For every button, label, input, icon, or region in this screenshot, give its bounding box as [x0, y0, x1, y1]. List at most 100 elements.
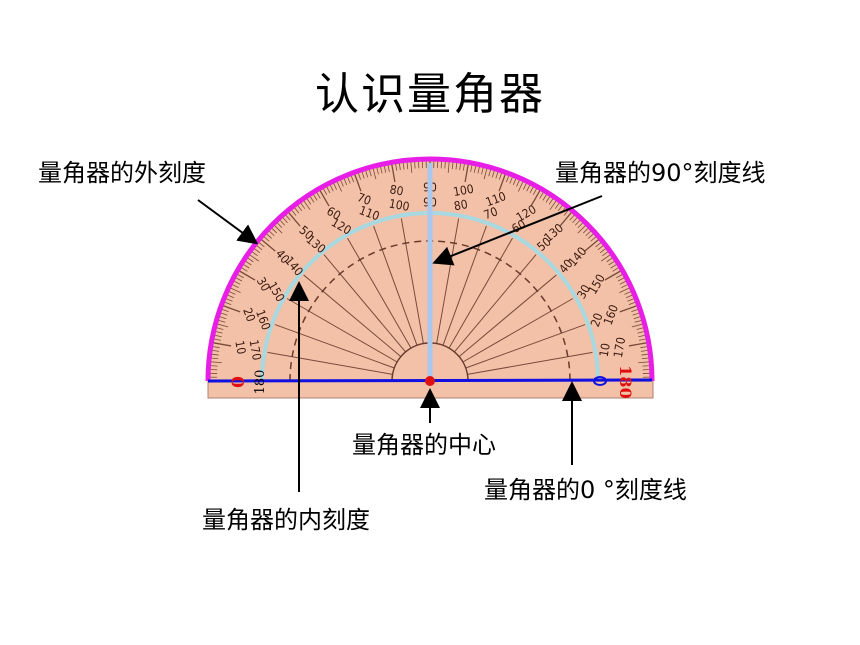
tick-mark — [213, 338, 221, 341]
tick-mark — [638, 361, 650, 364]
tick-mark — [627, 298, 635, 302]
tick-mark — [640, 346, 648, 349]
page-title: 认识量角器 — [315, 69, 545, 120]
tick-mark — [309, 196, 315, 203]
tick-mark — [387, 164, 390, 172]
tick-mark — [251, 251, 258, 257]
tick-mark — [628, 342, 647, 347]
scale-number: 30 — [574, 282, 593, 301]
tick-mark — [354, 174, 362, 192]
tick-mark — [600, 254, 611, 262]
tick-mark — [459, 163, 462, 171]
tick-mark — [239, 270, 256, 281]
tick-mark — [212, 349, 220, 352]
tick-mark — [333, 183, 337, 190]
scale-number: 60 — [324, 204, 343, 223]
tick-mark — [232, 284, 239, 288]
tick-mark — [219, 316, 227, 320]
tick-mark — [249, 254, 260, 262]
degree-ray — [373, 225, 418, 346]
right-180-mark: 180 — [616, 365, 635, 398]
tick-mark — [517, 181, 524, 192]
tick-mark — [329, 184, 334, 192]
tick-mark — [368, 169, 372, 177]
tick-mark — [498, 174, 506, 192]
center-mark — [425, 376, 435, 386]
label-inner-scale: 量角器的内刻度 — [202, 506, 370, 534]
tick-mark — [213, 342, 232, 347]
protractor-rays — [267, 218, 593, 375]
tick-mark — [285, 214, 291, 221]
tick-mark — [274, 225, 283, 234]
tick-mark — [216, 327, 224, 330]
tick-mark — [473, 165, 477, 173]
scale-number: 10 — [232, 339, 248, 355]
tick-mark — [582, 227, 589, 234]
tick-mark — [559, 212, 572, 227]
tick-mark — [347, 176, 351, 184]
tick-mark — [391, 164, 396, 183]
tick-mark — [632, 312, 640, 316]
scale-number: 70 — [482, 204, 500, 222]
tick-mark — [509, 176, 513, 184]
tick-mark — [616, 273, 623, 279]
tick-mark — [380, 166, 383, 174]
tick-mark — [542, 194, 547, 201]
arrow-outer-scale — [197, 199, 259, 245]
tick-mark — [447, 161, 450, 173]
degree-ray — [347, 237, 412, 349]
tick-mark — [530, 190, 541, 207]
tick-mark — [631, 308, 639, 313]
tick-mark — [376, 167, 379, 175]
tick-mark — [300, 202, 306, 209]
scale-number: 100 — [452, 182, 475, 199]
tick-mark — [288, 212, 301, 227]
tick-mark — [266, 233, 272, 239]
left-180-mark: 180 — [253, 370, 268, 395]
tick-mark — [233, 280, 241, 285]
tick-mark — [491, 170, 495, 178]
tick-mark — [633, 316, 641, 320]
scale-number: 170 — [247, 339, 264, 362]
tick-mark — [464, 164, 469, 183]
tick-mark — [619, 287, 630, 294]
tick-mark — [577, 225, 586, 234]
degree-ray — [458, 274, 557, 357]
scale-number: 80 — [453, 197, 469, 213]
tick-mark — [595, 242, 602, 248]
tick-mark — [245, 260, 252, 266]
tick-mark — [554, 202, 560, 209]
degree-ray — [400, 218, 424, 344]
tick-mark — [640, 349, 648, 352]
tick-mark — [608, 260, 615, 266]
tick-mark — [590, 236, 597, 242]
tick-mark — [398, 163, 401, 171]
tick-mark — [350, 175, 355, 183]
tick-mark — [604, 270, 621, 281]
tick-mark — [451, 162, 454, 170]
tick-mark — [574, 219, 581, 226]
label-center: 量角器的中心 — [352, 431, 496, 459]
tick-mark — [221, 308, 229, 313]
tick-mark — [634, 319, 642, 323]
tick-mark — [625, 294, 633, 299]
tick-mark — [316, 192, 321, 199]
tick-mark — [610, 264, 617, 269]
tick-mark — [641, 353, 649, 356]
tick-mark — [276, 222, 283, 229]
tick-mark — [254, 248, 261, 254]
tick-mark — [624, 291, 632, 295]
scale-number: 170 — [611, 336, 628, 359]
tick-mark — [516, 179, 520, 187]
scale-number: 30 — [254, 275, 273, 294]
tick-mark — [406, 162, 409, 170]
degree-ray — [286, 298, 398, 363]
tick-mark — [584, 239, 599, 252]
tick-mark — [569, 214, 575, 221]
tick-mark — [477, 166, 480, 174]
tick-mark — [619, 280, 627, 285]
tick-mark — [227, 294, 235, 299]
scale-number: 160 — [253, 308, 273, 332]
tick-mark — [263, 236, 270, 242]
scale-number: 100 — [388, 197, 411, 214]
